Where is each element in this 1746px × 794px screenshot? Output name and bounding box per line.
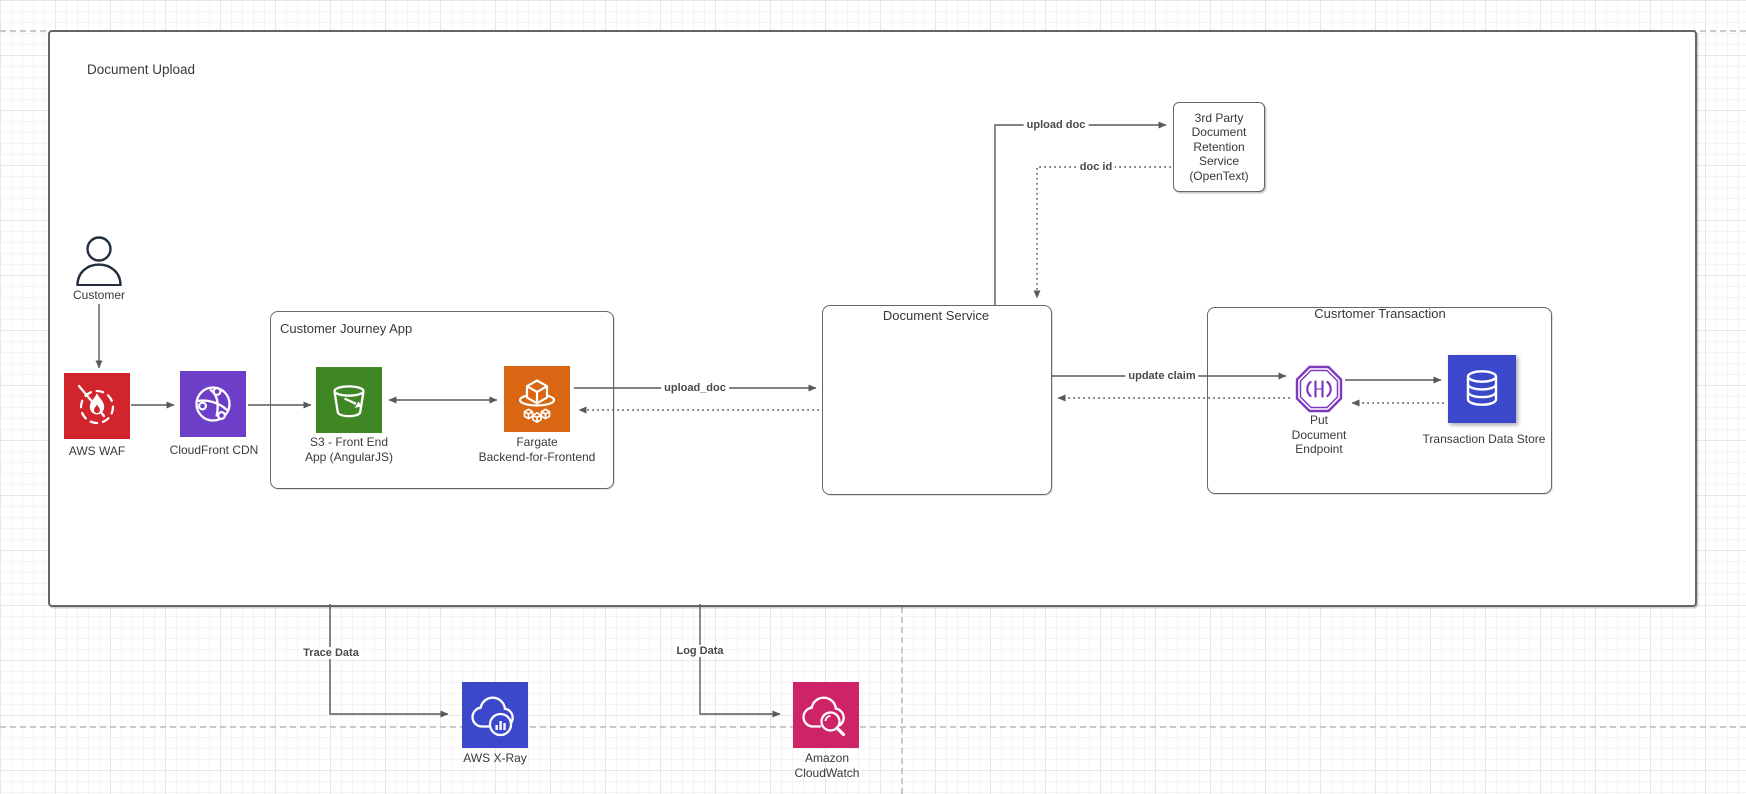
customer-transaction-container [1207, 307, 1552, 494]
third-party-line: 3rd Party [1194, 110, 1244, 125]
s3-bucket-icon [316, 367, 382, 433]
edge-label-trace-data: Trace Data [300, 647, 362, 659]
s3-label-line1: S3 - Front End [309, 435, 389, 449]
amazon-cloudwatch-label: Amazon CloudWatch [795, 751, 860, 781]
third-party-line: Document [1191, 125, 1247, 140]
endpoint-label-line3: Endpoint [1295, 442, 1343, 456]
document-upload-container [48, 30, 1697, 607]
third-party-line: Retention [1193, 139, 1245, 154]
document-service-container [822, 305, 1052, 495]
edge-label-upload-doc-internal: upload_doc [661, 382, 729, 394]
diagram-title: Document Upload [87, 62, 196, 77]
edge-label-upload-doc-external: upload doc [1023, 119, 1089, 131]
customer-label: Customer [72, 288, 126, 302]
transaction-data-store-label: Transaction Data Store [1422, 432, 1546, 446]
s3-label-line2: App (AngularJS) [304, 450, 394, 464]
aws-xray-icon [462, 682, 528, 748]
put-document-endpoint-label: Put Document Endpoint [1292, 413, 1347, 457]
edge-trace-data-to-xray [329, 604, 449, 718]
cloudfront-cdn-icon [180, 371, 246, 437]
amazon-cloudwatch-icon [793, 682, 859, 748]
endpoint-label-line2: Document [1291, 427, 1347, 442]
customer-journey-app-container [270, 311, 614, 489]
fargate-label: Fargate Backend-for-Frontend [479, 435, 596, 465]
edge-label-update-claim: update claim [1125, 370, 1199, 382]
third-party-service-box: 3rd Party Document Retention Service (Op… [1173, 102, 1265, 192]
edge-label-log-data: Log Data [673, 645, 727, 657]
s3-front-end-label: S3 - Front End App (AngularJS) [305, 435, 393, 465]
fargate-label-line1: Fargate [516, 435, 558, 449]
cloudfront-cdn-label: CloudFront CDN [169, 443, 259, 457]
third-party-line: (OpenText) [1189, 168, 1249, 183]
customer-transaction-title: Cusrtomer Transaction [1314, 306, 1446, 321]
put-document-endpoint-icon [1295, 365, 1343, 413]
aws-xray-label: AWS X-Ray [463, 751, 527, 765]
page-boundary-vertical-dashed [901, 607, 903, 794]
aws-waf-label: AWS WAF [68, 444, 126, 458]
customer-journey-app-title: Customer Journey App [280, 321, 413, 336]
document-service-title: Document Service [882, 308, 990, 323]
cloudwatch-label-line2: CloudWatch [794, 766, 860, 780]
fargate-label-line2: Backend-for-Frontend [478, 450, 596, 464]
customer-person-icon [76, 236, 122, 286]
third-party-line: Service [1198, 154, 1239, 169]
fargate-icon [504, 366, 570, 432]
aws-waf-icon [64, 373, 130, 439]
page-boundary-bottom-dashed [0, 726, 1746, 728]
transaction-data-store-icon [1448, 355, 1516, 423]
cloudwatch-label-line1: Amazon [804, 751, 850, 765]
endpoint-label-line1: Put [1309, 413, 1329, 427]
edge-label-doc-id: doc id [1076, 161, 1116, 173]
edge-log-data-to-cloudwatch [699, 604, 781, 718]
